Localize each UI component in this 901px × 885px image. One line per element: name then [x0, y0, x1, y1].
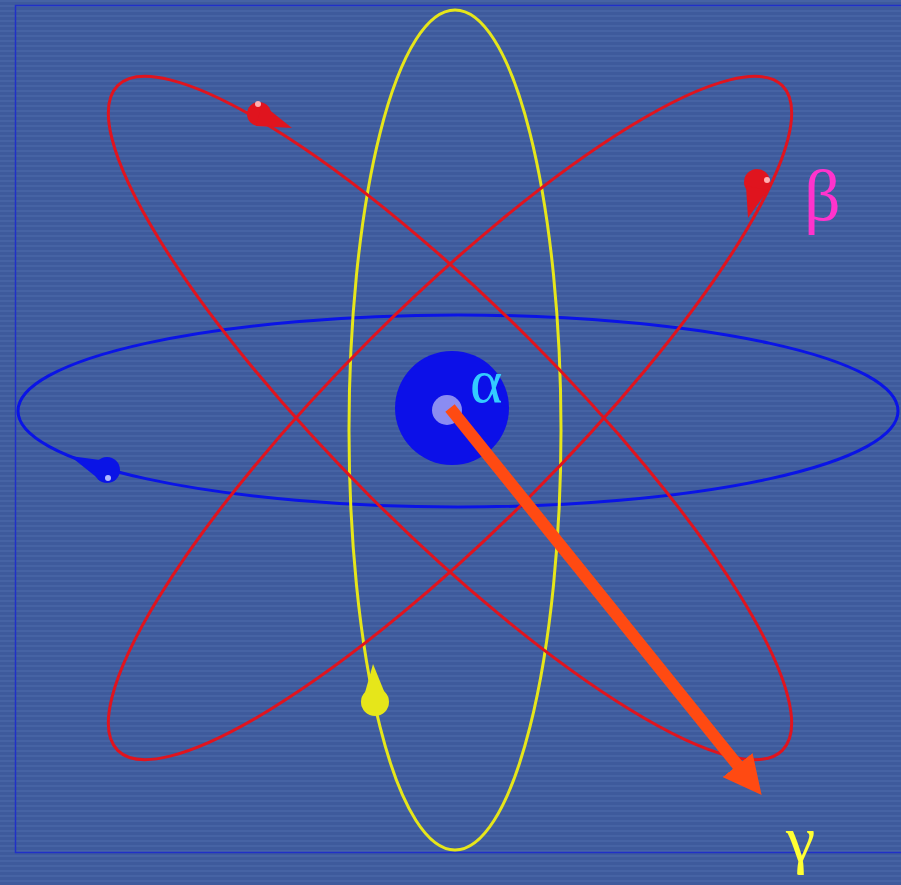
electron: [247, 101, 292, 128]
gamma-ray-arrow: [450, 408, 752, 783]
orbit: [349, 10, 561, 850]
electron: [744, 169, 770, 218]
symbol-label: γ: [786, 806, 815, 872]
electron: [361, 664, 389, 716]
electron: [70, 456, 120, 483]
orbit: [38, 6, 861, 829]
symbol-label: α: [470, 350, 502, 412]
symbol-label: β: [804, 160, 841, 232]
frame: [16, 6, 901, 853]
orbit: [38, 6, 861, 829]
